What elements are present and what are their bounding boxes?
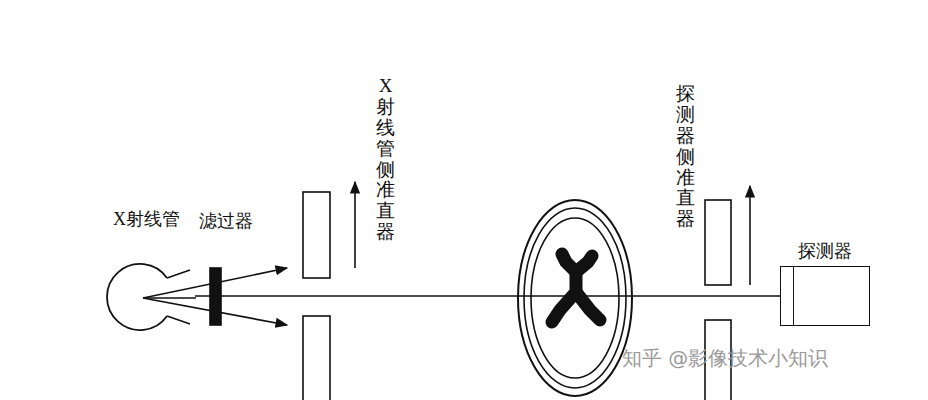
- detector-face: [793, 267, 794, 325]
- node-heading: 探测器: [780, 240, 870, 262]
- patient-outline: [531, 218, 619, 378]
- collimator-blade: [303, 192, 330, 278]
- spine-shape: [552, 254, 600, 322]
- part-label: 探测器侧准直器: [676, 84, 695, 230]
- patient-outline: [518, 200, 632, 396]
- tube-housing: [107, 264, 167, 330]
- part-label: X射线管侧准直器: [376, 76, 395, 243]
- part-label: 滤过器: [199, 210, 253, 232]
- beam-line: [195, 295, 780, 297]
- node-heading: X射线管: [103, 208, 195, 230]
- watermark: 知乎 @影像技术小知识: [622, 347, 828, 369]
- tube-port: [167, 316, 190, 324]
- detector: 探测器: [780, 240, 870, 326]
- detector-box: [780, 266, 870, 326]
- collimator-blade: [705, 200, 731, 285]
- collimator-blade: [303, 316, 330, 400]
- patient-outline: [524, 208, 626, 388]
- direction-arrow: [354, 182, 356, 268]
- tube-port: [167, 270, 190, 278]
- direction-arrow: [749, 186, 751, 285]
- central-ray: [143, 297, 196, 299]
- xray-tube: X射线管: [103, 208, 195, 340]
